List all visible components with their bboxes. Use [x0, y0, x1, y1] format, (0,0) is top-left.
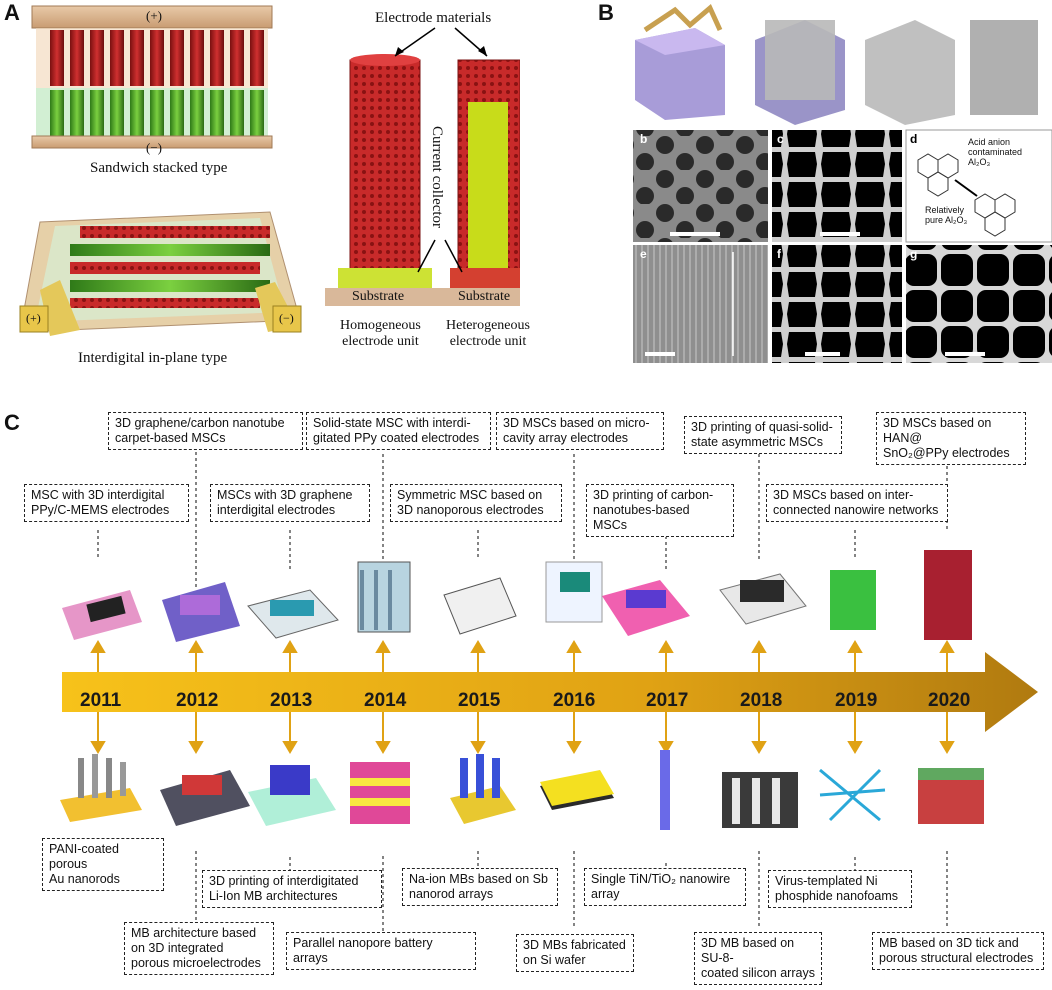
substrate-left-label: Substrate	[352, 289, 405, 304]
schematic-d	[905, 129, 1052, 243]
current-collector-label: Current collector	[429, 126, 445, 229]
year-2014: 2014	[364, 690, 407, 711]
bottom-thumbnails	[60, 750, 984, 830]
micrograph-g	[906, 245, 1052, 363]
bottom-box-2011: PANI-coated porous Au nanorods	[42, 838, 164, 891]
top-thumbnails	[62, 550, 972, 642]
pure-alumina-label: Relatively pure Al₂O₃	[925, 205, 968, 225]
plus-terminal-top: (+)	[146, 8, 162, 23]
year-2016: 2016	[553, 690, 596, 711]
micrograph-b	[633, 130, 768, 242]
top-box-2016: 3D MSCs based on micro- cavity array ele…	[496, 412, 664, 450]
interdigital-figure	[19, 211, 302, 336]
panel-a-illustrations	[19, 5, 520, 336]
top-box-2020: 3D MSCs based on HAN@ SnO₂@PPy electrode…	[876, 412, 1026, 465]
bottom-box-2014: Parallel nanopore battery arrays	[286, 932, 476, 970]
bottom-box-2020: MB based on 3D tick and porous structura…	[872, 932, 1044, 970]
minus-terminal-top: (−)	[146, 140, 162, 155]
minus-terminal-bottom: (−)	[279, 311, 294, 325]
year-2013: 2013	[270, 690, 313, 711]
sub-label-g: g	[910, 247, 918, 261]
panel-c-letter: C	[4, 410, 20, 435]
interdigital-label: Interdigital in-plane type	[78, 350, 228, 366]
bottom-box-2016: 3D MBs fabricated on Si wafer	[516, 934, 634, 972]
plus-terminal-bottom: (+)	[26, 311, 41, 325]
sub-label-c: c	[777, 132, 784, 146]
top-box-2017: 3D printing of carbon- nanotubes-based M…	[586, 484, 734, 537]
top-box-2011: MSC with 3D interdigital PPy/C-MEMS elec…	[24, 484, 189, 522]
bottom-box-2013: 3D printing of interdigitated Li-Ion MB …	[202, 870, 382, 908]
sub-label-e: e	[640, 247, 647, 261]
year-2015: 2015	[458, 690, 501, 711]
micrograph-c	[772, 130, 902, 242]
top-box-2014: Solid-state MSC with interdi- gitated PP…	[306, 412, 491, 450]
acid-anion-label: Acid anion contaminated Al₂O₃	[968, 137, 1023, 167]
year-2012: 2012	[176, 690, 219, 711]
electrode-materials-label: Electrode materials	[375, 10, 492, 26]
timeline-graphics	[60, 452, 1038, 955]
panel-a-letter: A	[4, 0, 20, 25]
substrate-right-label: Substrate	[458, 289, 511, 304]
timeline-arrow	[62, 652, 1038, 732]
sub-label-d: d	[910, 132, 918, 146]
top-box-2013: MSCs with 3D graphene interdigital elect…	[210, 484, 370, 522]
year-2020: 2020	[928, 690, 971, 711]
heterogeneous-electrode-figure	[445, 59, 520, 306]
micrograph-e	[633, 245, 768, 363]
bottom-box-2019: Virus-templated Ni phosphide nanofoams	[768, 870, 912, 908]
year-2018: 2018	[740, 690, 783, 711]
bottom-box-2012: MB architecture based on 3D integrated p…	[124, 922, 274, 975]
sandwich-stack-figure	[31, 5, 273, 149]
sandwich-label: Sandwich stacked type	[90, 160, 228, 176]
homogeneous-label: Homogeneous electrode unit	[340, 318, 421, 349]
panel-b-illustrations	[633, 3, 1052, 363]
template-models	[635, 3, 1038, 125]
year-2017: 2017	[646, 690, 689, 711]
sub-label-f: f	[777, 247, 781, 261]
bottom-box-2017: Single TiN/TiO₂ nanowire array	[584, 868, 746, 906]
panel-b-letter: B	[598, 0, 614, 25]
homogeneous-electrode-figure	[325, 54, 445, 306]
year-2019: 2019	[835, 690, 878, 711]
bottom-box-2018: 3D MB based on SU-8- coated silicon arra…	[694, 932, 822, 985]
top-box-2018: 3D printing of quasi-solid- state asymme…	[684, 416, 842, 454]
bottom-box-2015: Na-ion MBs based on Sb nanorod arrays	[402, 868, 558, 906]
micrograph-f	[772, 245, 902, 363]
year-2011: 2011	[80, 690, 122, 711]
heterogeneous-label: Heterogeneous electrode unit	[446, 318, 530, 349]
top-box-2015: Symmetric MSC based on 3D nanoporous ele…	[390, 484, 562, 522]
top-box-2012: 3D graphene/carbon nanotube carpet-based…	[108, 412, 303, 450]
sub-label-b: b	[640, 132, 648, 146]
top-box-2019: 3D MSCs based on inter- connected nanowi…	[766, 484, 948, 522]
